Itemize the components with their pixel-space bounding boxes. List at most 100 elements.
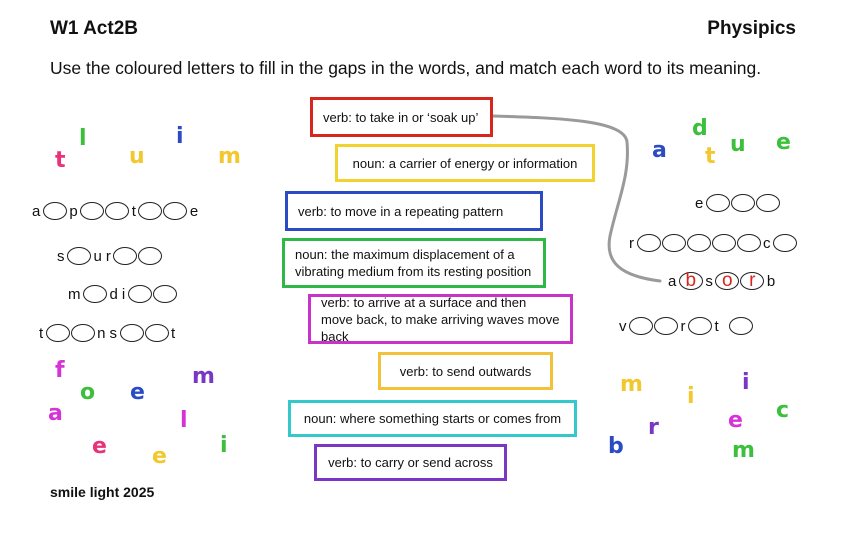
definition-text: verb: to arrive at a surface and then mo…: [321, 294, 560, 344]
coloured-letter: l: [180, 408, 188, 433]
given-letter: t: [714, 317, 719, 335]
given-letter: r: [629, 234, 634, 252]
definition-text: noun: a carrier of energy or information: [352, 155, 578, 171]
letter-gap[interactable]: [729, 317, 754, 335]
coloured-letter: a: [652, 138, 667, 163]
given-letter: c: [763, 234, 771, 252]
letter-gap[interactable]: [105, 202, 130, 220]
given-letter: t: [39, 324, 44, 342]
letter-gap[interactable]: [711, 234, 736, 252]
coloured-letter: t: [705, 144, 716, 169]
letter-gap[interactable]: [705, 194, 730, 212]
letter-gap[interactable]: [686, 234, 711, 252]
given-letter: d: [109, 285, 118, 303]
coloured-letter: i: [687, 384, 695, 409]
letter-gap[interactable]: [688, 317, 712, 335]
given-letter: a: [32, 202, 41, 220]
filled-letter-gap[interactable]: b: [678, 270, 703, 291]
letter-gap[interactable]: [45, 324, 70, 342]
coloured-letter: d: [692, 116, 708, 141]
given-letter: r: [680, 317, 686, 335]
given-letter: s: [109, 324, 118, 342]
filled-letter: o: [722, 270, 733, 291]
filled-letter-gap[interactable]: r: [740, 270, 765, 291]
definition-box[interactable]: verb: to arrive at a surface and then mo…: [308, 294, 573, 344]
coloured-letter: a: [48, 401, 63, 426]
given-letter: e: [189, 202, 199, 220]
coloured-letter: m: [218, 144, 241, 169]
coloured-letter: e: [152, 444, 167, 469]
coloured-letter: u: [730, 132, 746, 157]
letter-gap[interactable]: [127, 285, 152, 303]
coloured-letter: m: [732, 438, 755, 463]
letter-gap[interactable]: [83, 285, 107, 303]
letter-gap[interactable]: [119, 324, 144, 342]
letter-gap[interactable]: [67, 247, 91, 265]
coloured-letter: b: [608, 434, 624, 459]
given-letter: s: [705, 272, 713, 290]
footer-credit: smile light 2025: [50, 484, 155, 500]
letter-gap[interactable]: [144, 324, 169, 342]
given-letter: i: [121, 285, 126, 303]
definition-text: verb: to send outwards: [399, 363, 532, 379]
coloured-letter: e: [130, 380, 145, 405]
coloured-letter: l: [79, 126, 87, 151]
letter-gap[interactable]: [661, 234, 686, 252]
letter-gap[interactable]: [42, 202, 67, 220]
given-letter: s: [57, 247, 65, 265]
given-letter: t: [171, 324, 176, 342]
brand-title: Physipics: [707, 18, 796, 39]
letter-gap[interactable]: [730, 194, 755, 212]
activity-title: W1 Act2B: [50, 18, 138, 39]
definition-text: noun: where something starts or comes fr…: [303, 411, 562, 426]
coloured-letter: u: [129, 144, 145, 169]
definition-box[interactable]: verb: to take in or ‘soak up’: [310, 97, 493, 137]
letter-gap[interactable]: [755, 194, 780, 212]
coloured-letter: i: [220, 433, 228, 458]
coloured-letter: m: [192, 364, 215, 389]
letter-gap[interactable]: [736, 234, 761, 252]
given-letter: u: [93, 247, 102, 265]
letter-gap[interactable]: [70, 324, 95, 342]
letter-gap[interactable]: [163, 202, 188, 220]
filled-letter-gap[interactable]: o: [715, 270, 740, 291]
instructions: Use the coloured letters to fill in the …: [50, 58, 762, 78]
given-letter: v: [619, 317, 627, 335]
given-letter: t: [131, 202, 136, 220]
letter-gap[interactable]: [113, 247, 138, 265]
definition-box[interactable]: noun: the maximum displacement of a vibr…: [282, 238, 546, 288]
definition-box[interactable]: noun: where something starts or comes fr…: [288, 400, 577, 437]
letter-gap[interactable]: [629, 317, 653, 335]
given-letter: r: [105, 247, 111, 265]
definition-box[interactable]: verb: to carry or send across: [314, 444, 507, 481]
letter-gap[interactable]: [138, 202, 163, 220]
coloured-letter: m: [620, 372, 643, 397]
filled-letter: b: [685, 270, 697, 291]
definition-box[interactable]: verb: to send outwards: [378, 352, 553, 390]
filled-letter: r: [749, 270, 756, 291]
given-letter: n: [97, 324, 106, 342]
definition-box[interactable]: noun: a carrier of energy or information: [335, 144, 595, 182]
given-letter: p: [69, 202, 78, 220]
letter-gap[interactable]: [654, 317, 678, 335]
letter-gap[interactable]: [773, 234, 797, 252]
letter-gap[interactable]: [152, 285, 177, 303]
letter-gap[interactable]: [80, 202, 105, 220]
given-letter: a: [668, 272, 677, 290]
letter-gap[interactable]: [636, 234, 661, 252]
coloured-letter: f: [55, 358, 65, 383]
coloured-letter: t: [55, 148, 66, 173]
definition-box[interactable]: verb: to move in a repeating pattern: [285, 191, 543, 231]
coloured-letter: r: [648, 415, 659, 440]
given-letter: m: [68, 285, 81, 303]
definition-text: verb: to move in a repeating pattern: [298, 203, 504, 219]
coloured-letter: e: [92, 434, 107, 459]
letter-gap[interactable]: [138, 247, 163, 265]
coloured-letter: e: [776, 130, 791, 155]
